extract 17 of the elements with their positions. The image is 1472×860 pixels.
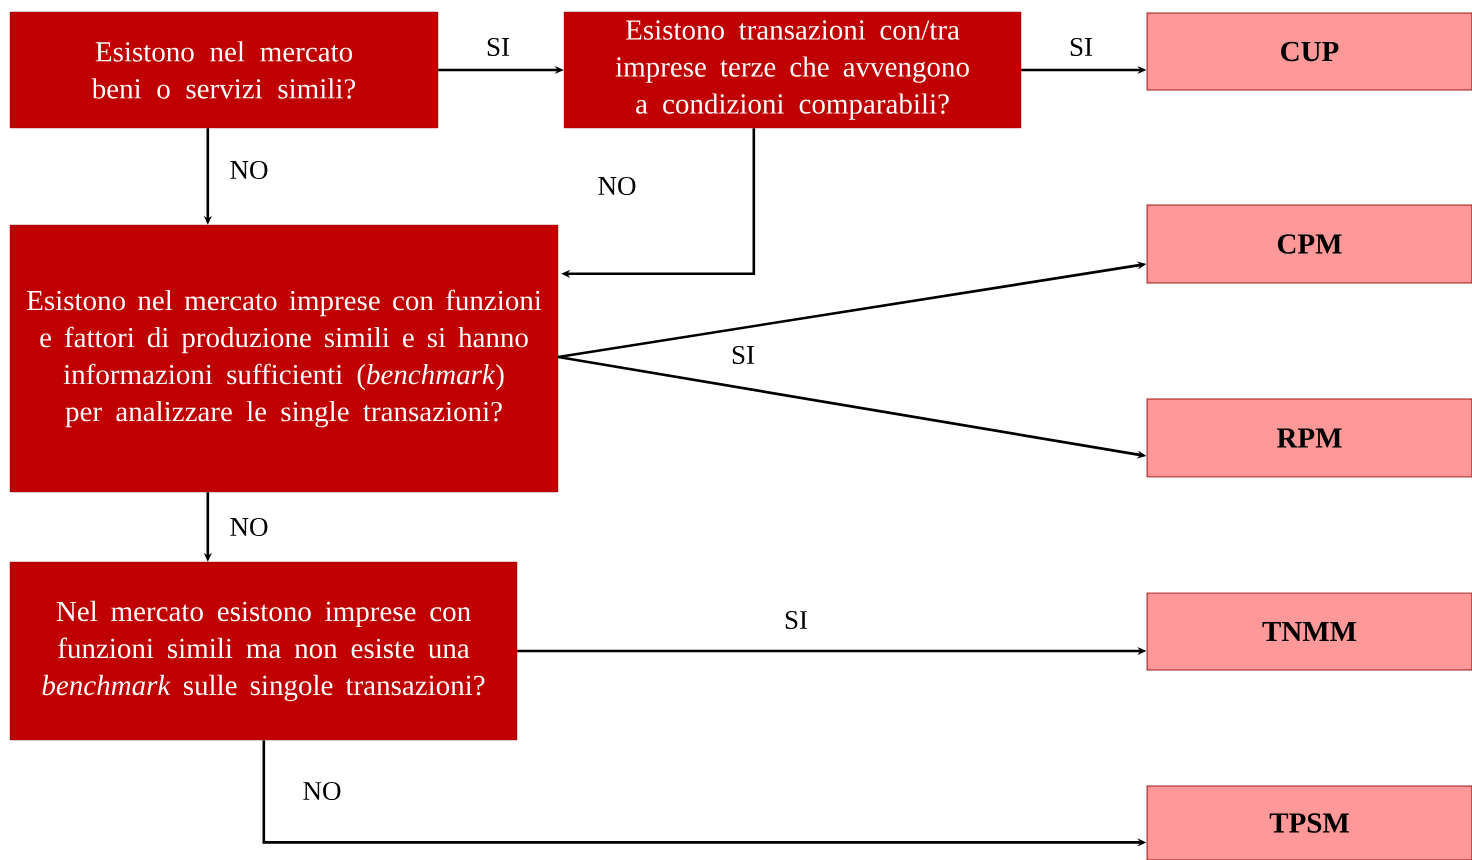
method-box: CPM (1146, 204, 1472, 284)
question-box: Esistono transazioni con/tra imprese terze che avvengono a condizioni comparabili? (563, 11, 1022, 129)
edge-label: SI (730, 344, 756, 366)
edge-label: NO (301, 780, 343, 802)
method-box: CUP (1146, 12, 1472, 91)
edge-label: SI (485, 36, 511, 58)
question-box: Esistono nel mercato beni o servizi simili? (9, 11, 439, 129)
method-box: RPM (1146, 398, 1472, 478)
edge-label: SI (783, 609, 809, 631)
edge-label: NO (596, 175, 638, 197)
question-box: Nel mercato esistono imprese con funzioni simili ma non esiste una benchmark sulle singole transazioni? (9, 561, 518, 741)
edge-label: NO (228, 159, 270, 181)
question-box: Esistono nel mercato imprese con funzioni e fattori di produzione simili e si hanno informazioni sufficienti (benchmark) per analizzare le single transazioni? (9, 224, 559, 493)
edge-label: SI (1068, 36, 1094, 58)
method-box: TNMM (1146, 592, 1472, 671)
method-box: TPSM (1146, 785, 1472, 860)
edge-label: NO (228, 516, 270, 538)
